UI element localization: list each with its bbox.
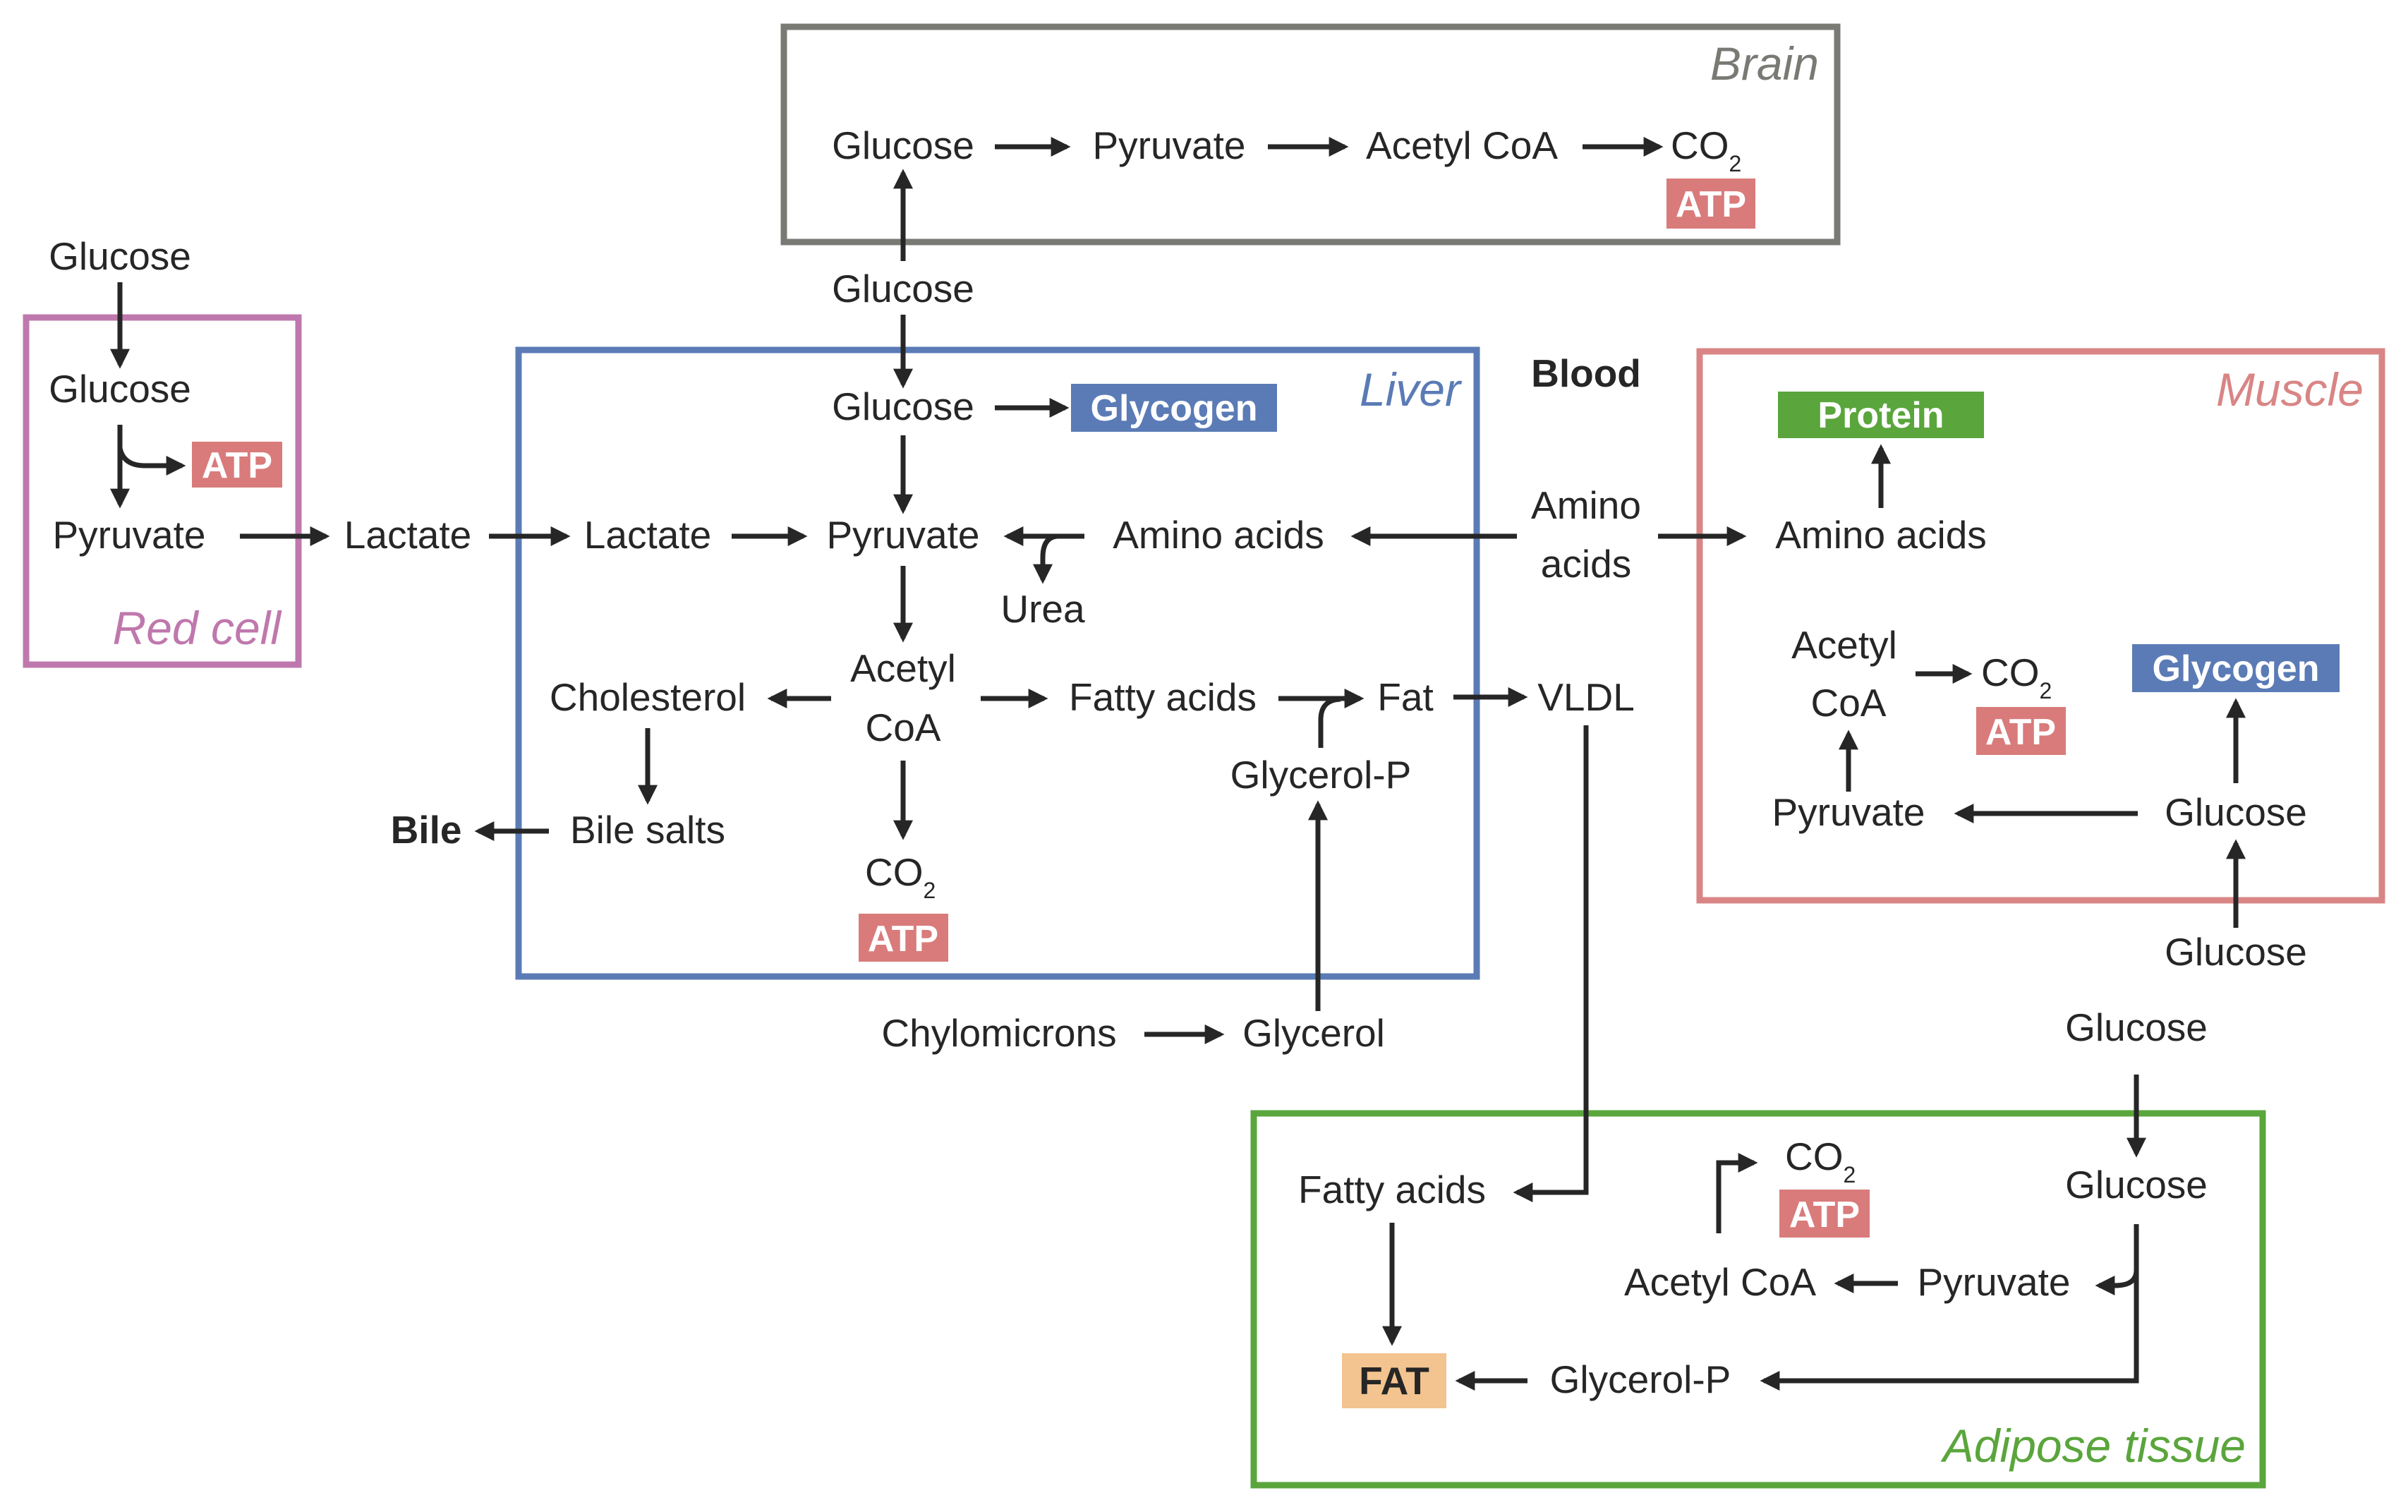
muscle-amino-acids: Amino acids: [1775, 513, 1987, 557]
brain-co2: CO2: [1671, 123, 1741, 176]
muscle-title: Muscle: [2216, 363, 2364, 416]
muscle-glycogen-badge: [2132, 644, 2340, 692]
arrow-amino-acids-to-urea: [1033, 533, 1058, 584]
adipose-fat-badge: [1342, 1353, 1446, 1408]
brain-atp-badge: [1666, 179, 1755, 229]
liver-acetyl-line2: CoA: [866, 706, 941, 749]
brain-box: [780, 23, 1841, 246]
blood-bile: Bile: [391, 808, 462, 852]
liver-acetyl-line1: Acetyl: [850, 646, 956, 690]
blood-glucose-muscle: Glucose: [2165, 930, 2307, 974]
brain-atp-label: ATP: [1676, 184, 1746, 225]
arrow-adipose-glucose-pyruvate: [2095, 1224, 2139, 1295]
red-cell-atp-badge: [192, 442, 282, 488]
red-cell-pyruvate: Pyruvate: [52, 513, 205, 557]
muscle-acetyl-line2: CoA: [1811, 681, 1887, 725]
muscle-protein-label: Protein: [1817, 395, 1944, 436]
liver-glycerol-p: Glycerol-P: [1230, 753, 1412, 797]
muscle-atp-badge: [1976, 707, 2066, 755]
adipose-glucose: Glucose: [2065, 1163, 2208, 1206]
adipose-fat-label: FAT: [1359, 1359, 1429, 1403]
arrow-red-cell-atp-branch: [117, 447, 186, 476]
adipose-fatty-acids: Fatty acids: [1298, 1168, 1486, 1211]
liver-cholesterol: Cholesterol: [550, 675, 746, 719]
brain-pyruvate: Pyruvate: [1092, 123, 1245, 167]
adipose-atp-label: ATP: [1789, 1195, 1860, 1235]
liver-fat: Fat: [1377, 675, 1433, 719]
blood-amino-line1: Amino: [1531, 483, 1641, 527]
muscle-glycogen-label: Glycogen: [2153, 648, 2320, 689]
brain-title: Brain: [1710, 37, 1819, 90]
muscle-glucose: Glucose: [2165, 790, 2307, 834]
red-cell-glucose: Glucose: [49, 367, 191, 411]
red-cell-box: [23, 314, 302, 668]
arrow-glycerol-p-join: [1318, 696, 1341, 748]
adipose-box: [1250, 1110, 2266, 1489]
muscle-pyruvate: Pyruvate: [1772, 790, 1925, 834]
muscle-atp-label: ATP: [1985, 712, 2056, 753]
muscle-co2: CO2: [1981, 651, 2052, 703]
adipose-pyruvate: Pyruvate: [1917, 1260, 2070, 1304]
liver-co2: CO2: [865, 850, 936, 903]
adipose-acetyl-coa: Acetyl CoA: [1624, 1260, 1816, 1304]
liver-fatty-acids: Fatty acids: [1069, 675, 1257, 719]
red-cell-atp-label: ATP: [202, 445, 272, 486]
adipose-glycerol-p: Glycerol-P: [1550, 1357, 1731, 1401]
blood-glucose-left: Glucose: [49, 234, 191, 278]
liver-glucose: Glucose: [832, 385, 974, 428]
blood-lactate: Lactate: [344, 513, 471, 557]
liver-box: [515, 346, 1480, 980]
liver-atp-label: ATP: [868, 919, 938, 960]
blood-glucose-top: Glucose: [832, 267, 974, 310]
red-cell-title: Red cell: [113, 602, 283, 654]
arrow-adipose-acetylcoa-co2: [1716, 1153, 1758, 1233]
liver-glycogen-badge: [1071, 384, 1277, 432]
blood-glucose-adipose: Glucose: [2065, 1005, 2208, 1049]
brain-glucose: Glucose: [832, 123, 974, 167]
liver-lactate: Lactate: [584, 513, 711, 557]
liver-atp-badge: [859, 914, 948, 962]
blood-vldl: VLDL: [1537, 675, 1635, 719]
liver-bile-salts: Bile salts: [570, 808, 725, 852]
liver-glycogen-label: Glycogen: [1091, 388, 1258, 429]
arrow-vldl-to-adipose: [1513, 725, 1589, 1202]
arrow-adipose-glucose-glycerol-p: [1760, 1263, 2139, 1391]
muscle-box: [1696, 348, 2385, 904]
liver-urea: Urea: [1000, 587, 1085, 631]
adipose-title: Adipose tissue: [1940, 1420, 2246, 1472]
liver-pyruvate: Pyruvate: [826, 513, 979, 557]
liver-title: Liver: [1360, 363, 1463, 416]
blood-glycerol: Glycerol: [1242, 1011, 1385, 1055]
blood-amino-line2: acids: [1541, 542, 1631, 586]
blood-chylomicrons: Chylomicrons: [881, 1011, 1116, 1055]
muscle-acetyl-line1: Acetyl: [1791, 623, 1897, 667]
brain-acetyl-coa: Acetyl CoA: [1366, 123, 1558, 167]
blood-label: Blood: [1531, 351, 1641, 395]
adipose-atp-badge: [1779, 1190, 1870, 1238]
liver-amino-acids: Amino acids: [1113, 513, 1324, 557]
muscle-protein-badge: [1778, 392, 1984, 438]
adipose-co2: CO2: [1785, 1135, 1856, 1187]
